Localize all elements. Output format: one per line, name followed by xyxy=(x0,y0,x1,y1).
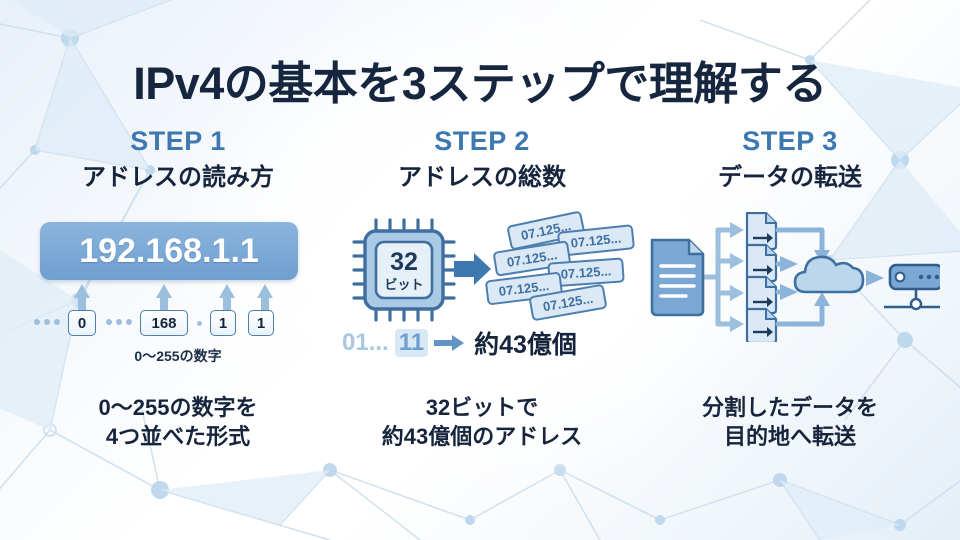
octet-range-note: 0〜255の数字 xyxy=(134,348,222,364)
step-3-caption-line-1: 分割したデータを xyxy=(701,395,878,420)
step-column-2: STEP 2 アドレスの総数 xyxy=(332,126,636,488)
cloud-icon xyxy=(793,255,865,294)
step-1-caption-line-1: 0〜255の数字を xyxy=(98,395,258,420)
separator-dot xyxy=(197,321,202,326)
middle-ellipsis-dots xyxy=(106,319,132,325)
step-1-subtitle: アドレスの読み方 xyxy=(82,164,274,191)
address-card-text: 07.125... xyxy=(541,290,595,315)
step-1-caption: 0〜255の数字を 4つ並べた形式 xyxy=(28,393,328,451)
step-2-label: STEP 2 xyxy=(434,126,530,156)
step-3-illustration xyxy=(640,211,948,389)
packet-icon xyxy=(745,307,778,345)
binary-to-count-row: 01... 11 約43億個 xyxy=(342,326,632,360)
step-1-label: STEP 1 xyxy=(130,126,226,156)
server-icon xyxy=(884,263,948,311)
packet-icon-group xyxy=(745,211,778,345)
step-2-illustration: 32 ビット 07.125... 07.125... 07.125... xyxy=(332,210,636,389)
step-column-3: STEP 3 データの転送 xyxy=(640,126,948,488)
step-3-label: STEP 3 xyxy=(742,126,838,156)
step-2-caption-line-2: 約43億個のアドレス xyxy=(381,424,583,450)
page-title: IPv4の基本を3ステップで理解する xyxy=(133,58,827,109)
octet-chip-3: 1 xyxy=(248,310,274,336)
step-1-caption-line-2: 4つ並べた形式 xyxy=(105,424,251,450)
binary-result-arrow xyxy=(434,335,465,351)
octet-chip-2: 1 xyxy=(210,310,236,336)
chip-bit-unit: ビット xyxy=(384,276,424,292)
step-column-1: STEP 1 アドレスの読み方 192.168.1.1 0 168 xyxy=(28,128,328,488)
cpu-chip-graphic: 32 ビット xyxy=(350,216,460,329)
cloud-to-server-arrow xyxy=(866,270,884,286)
packet-icon xyxy=(745,211,778,251)
address-card-text: 07.125... xyxy=(560,263,612,282)
data-transfer-diagram xyxy=(640,211,948,347)
packet-icon xyxy=(745,275,778,315)
source-document-icon xyxy=(650,238,705,317)
chip-bit-number: 32 xyxy=(390,247,418,276)
binary-prefix: 01... xyxy=(342,329,389,356)
ip-address-box: 192.168.1.1 xyxy=(40,222,298,280)
step-1-illustration: 192.168.1.1 0 168 1 1 0〜255の xyxy=(28,214,328,389)
octet-arrows xyxy=(74,284,273,312)
binary-highlight: 11 xyxy=(394,329,429,357)
packet-feed-arrowheads xyxy=(730,222,744,332)
step-3-caption: 分割したデータを 目的地へ転送 xyxy=(640,393,940,451)
step-2-subtitle: アドレスの総数 xyxy=(398,164,566,191)
address-count-text: 約43億個 xyxy=(474,331,577,359)
step-2-caption-line-1: 32ビットで xyxy=(425,395,539,420)
octet-chip-0: 0 xyxy=(68,310,96,336)
octet-chip-row: 0 168 1 1 xyxy=(34,310,322,344)
step-2-caption: 32ビットで 約43億個のアドレス xyxy=(332,393,632,451)
packet-icon xyxy=(745,243,778,283)
step-3-subtitle: データの転送 xyxy=(718,164,862,191)
ip-address-text: 192.168.1.1 xyxy=(79,231,259,270)
chip-to-cards-arrow xyxy=(454,253,491,285)
step-3-caption-line-2: 目的地へ転送 xyxy=(723,424,856,450)
leading-ellipsis-dots xyxy=(34,319,60,325)
octet-chip-1: 168 xyxy=(140,310,188,336)
address-card-text: 07.125... xyxy=(570,230,622,251)
